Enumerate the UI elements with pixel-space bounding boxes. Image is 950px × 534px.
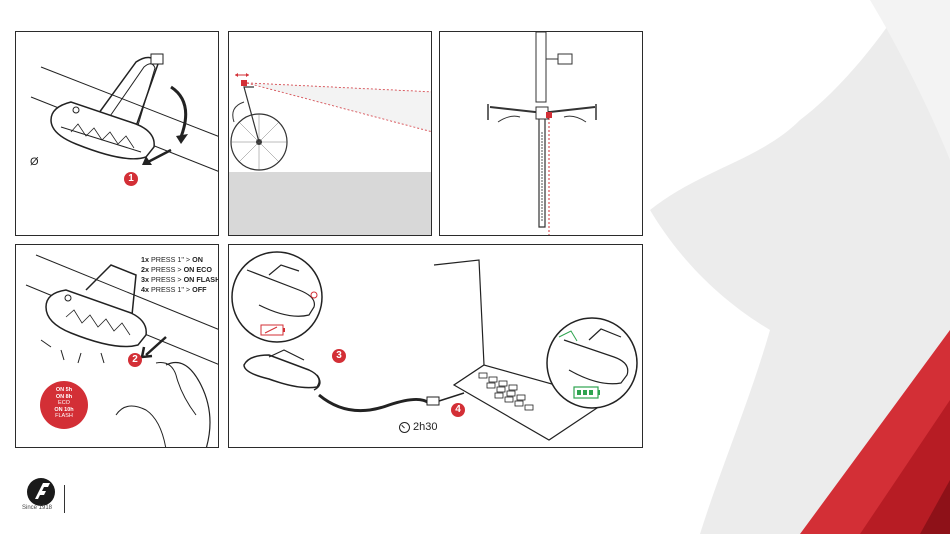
brand-logo [26,477,60,507]
step-badge-2: 2 [128,353,142,367]
charge-time-value: 2h30 [413,421,437,433]
charge-time: 2h30 [399,421,437,433]
instruction-line: 1x PRESS 1" > ON [141,255,219,265]
mounting-illustration [16,32,219,236]
charging-illustration [229,245,643,448]
step-badge-3: 3 [332,349,346,363]
battery-modes-badge: ON 5h ON 8h ECO ON 10h FLASH [40,381,88,429]
since-text: Since 1918 [22,505,52,511]
bike-side-illustration [229,32,432,236]
footer-divider [64,485,65,513]
step-badge-4: 4 [451,403,465,417]
instruction-line: 4x PRESS 1" > OFF [141,285,219,295]
instruction-line: 2x PRESS > ON ECO [141,265,219,275]
panel-mounting: Ø 1 [15,31,219,236]
bike-top-illustration [440,32,643,236]
panel-operation: 1x PRESS 1" > ON 2x PRESS > ON ECO 3x PR… [15,244,219,448]
step-badge-1: 1 [124,172,138,186]
press-instructions: 1x PRESS 1" > ON 2x PRESS > ON ECO 3x PR… [141,255,219,295]
panel-charging: 3 4 2h30 [228,244,643,448]
panel-side-view [228,31,432,236]
panel-top-view [439,31,643,236]
diameter-symbol: Ø [30,156,39,168]
instruction-line: 3x PRESS > ON FLASH [141,275,219,285]
clock-icon [399,422,410,433]
